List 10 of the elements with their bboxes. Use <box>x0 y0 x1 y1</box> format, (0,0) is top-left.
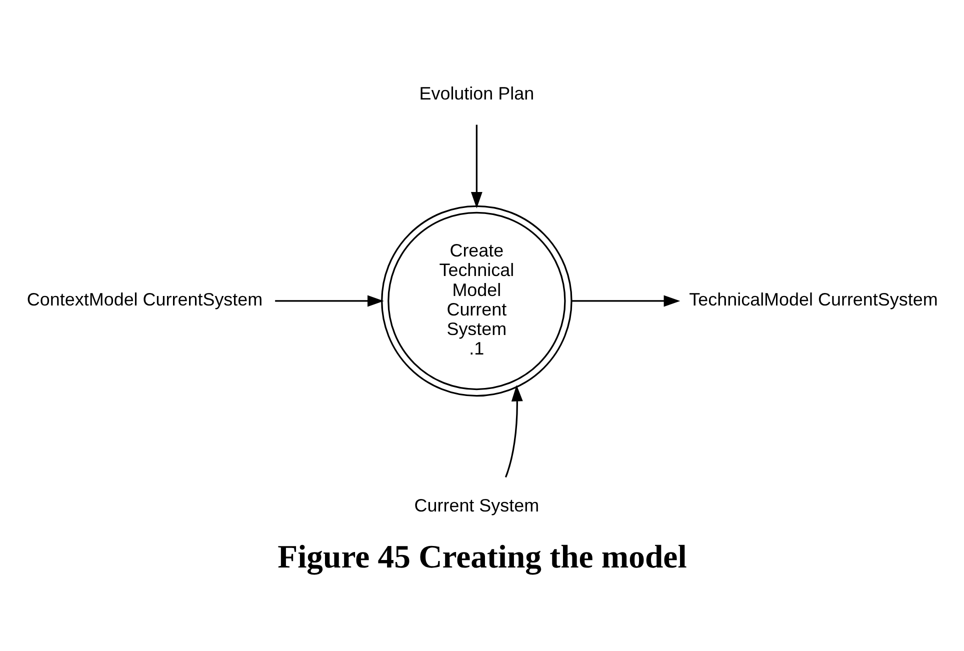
arrow <box>470 124 482 208</box>
caption: Figure 45 Creating the model <box>278 539 687 576</box>
arrow <box>572 295 680 307</box>
node-text: Current System <box>414 496 540 516</box>
node-circle: Create Technical Model Current System .1 <box>381 205 572 397</box>
node-text: TechnicalModel CurrentSystem <box>689 290 938 310</box>
arrow <box>504 384 523 478</box>
node-text: Evolution Plan <box>419 84 534 104</box>
arrow <box>275 295 384 307</box>
node-text: ContextModel CurrentSystem <box>26 290 263 310</box>
